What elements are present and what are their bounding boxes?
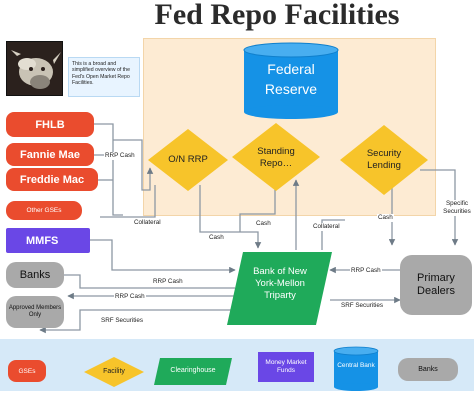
legend	[0, 339, 474, 391]
standing-repo-diamond	[232, 123, 320, 191]
edge-collateral-mid: Collateral	[312, 223, 341, 231]
onrrp-diamond	[148, 129, 228, 191]
connector-gse-to-onrrp	[113, 139, 154, 191]
fannie-mae-node: Fannie Mae	[6, 143, 94, 166]
edge-specific-securities: Specific Securities	[440, 200, 474, 216]
other-gses-node: Other GSEs	[6, 201, 82, 220]
fhlb-node: FHLB	[6, 112, 94, 137]
federal-reserve-cylinder	[243, 42, 339, 119]
edge-srf-securities-dealers: SRF Securities	[340, 302, 384, 310]
federal-reserve-label: Federal Reserve	[264, 61, 318, 97]
connector-mmfs-bny	[90, 239, 236, 274]
legend-central-bank-label: Central Bank	[337, 362, 375, 369]
connector-srf-banks	[39, 309, 235, 334]
legend-banks: Banks	[398, 358, 458, 381]
connector-onrrp-bny	[199, 185, 262, 249]
standing-repo-label: Standing Repo…	[257, 146, 295, 169]
security-lending-label: Security Lending	[366, 148, 402, 171]
mmfs-node: MMFS	[6, 228, 90, 253]
connector-banks-bny	[64, 274, 235, 289]
banks-node: Banks	[6, 262, 64, 288]
facility-diamonds	[148, 123, 428, 195]
primary-dealers-node: Primary Dealers	[400, 255, 472, 315]
edge-rrp-cash-banks: RRP Cash	[114, 293, 146, 301]
edge-collateral-left: Collateral	[133, 219, 162, 227]
connector-specific-securities	[420, 169, 459, 246]
freddie-mac-node: Freddie Mac	[6, 168, 98, 191]
edge-cash-security: Cash	[377, 214, 394, 222]
edge-cash-mid: Cash	[208, 234, 225, 242]
note-text: This is a broad and simplified overview …	[72, 61, 130, 87]
legend-clearinghouse-label: Clearinghouse	[170, 367, 216, 374]
bny-mellon-label: Bank of New York-Mellon Triparty	[253, 266, 307, 301]
edge-srf-securities-banks: SRF Securities	[100, 317, 144, 325]
approved-members-node: Approved Members Only	[6, 296, 64, 328]
connector-collateral-mid	[321, 219, 345, 250]
legend-money-market-funds: Money Market Funds	[258, 352, 314, 382]
edge-cash-right: Cash	[255, 220, 272, 228]
security-lending-diamond	[340, 125, 428, 195]
edge-rrp-cash-dealers: RRP Cash	[350, 267, 382, 275]
bny-parallelogram	[227, 252, 332, 325]
illustration-image	[6, 41, 63, 96]
edge-rrp-cash-top: RRP Cash	[104, 152, 136, 160]
legend-facility-label: Facility	[103, 368, 125, 375]
connector-standing-cash	[239, 180, 276, 232]
connector-fhlb	[94, 123, 123, 216]
edge-rrp-cash-mmfs: RRP Cash	[152, 278, 184, 286]
page-title: Fed Repo Facilities	[154, 0, 400, 31]
onrrp-label: O/N RRP	[168, 154, 208, 165]
connector-collateral-left	[100, 185, 156, 218]
note-box	[68, 57, 140, 97]
legend-gses: GSEs	[8, 360, 46, 382]
